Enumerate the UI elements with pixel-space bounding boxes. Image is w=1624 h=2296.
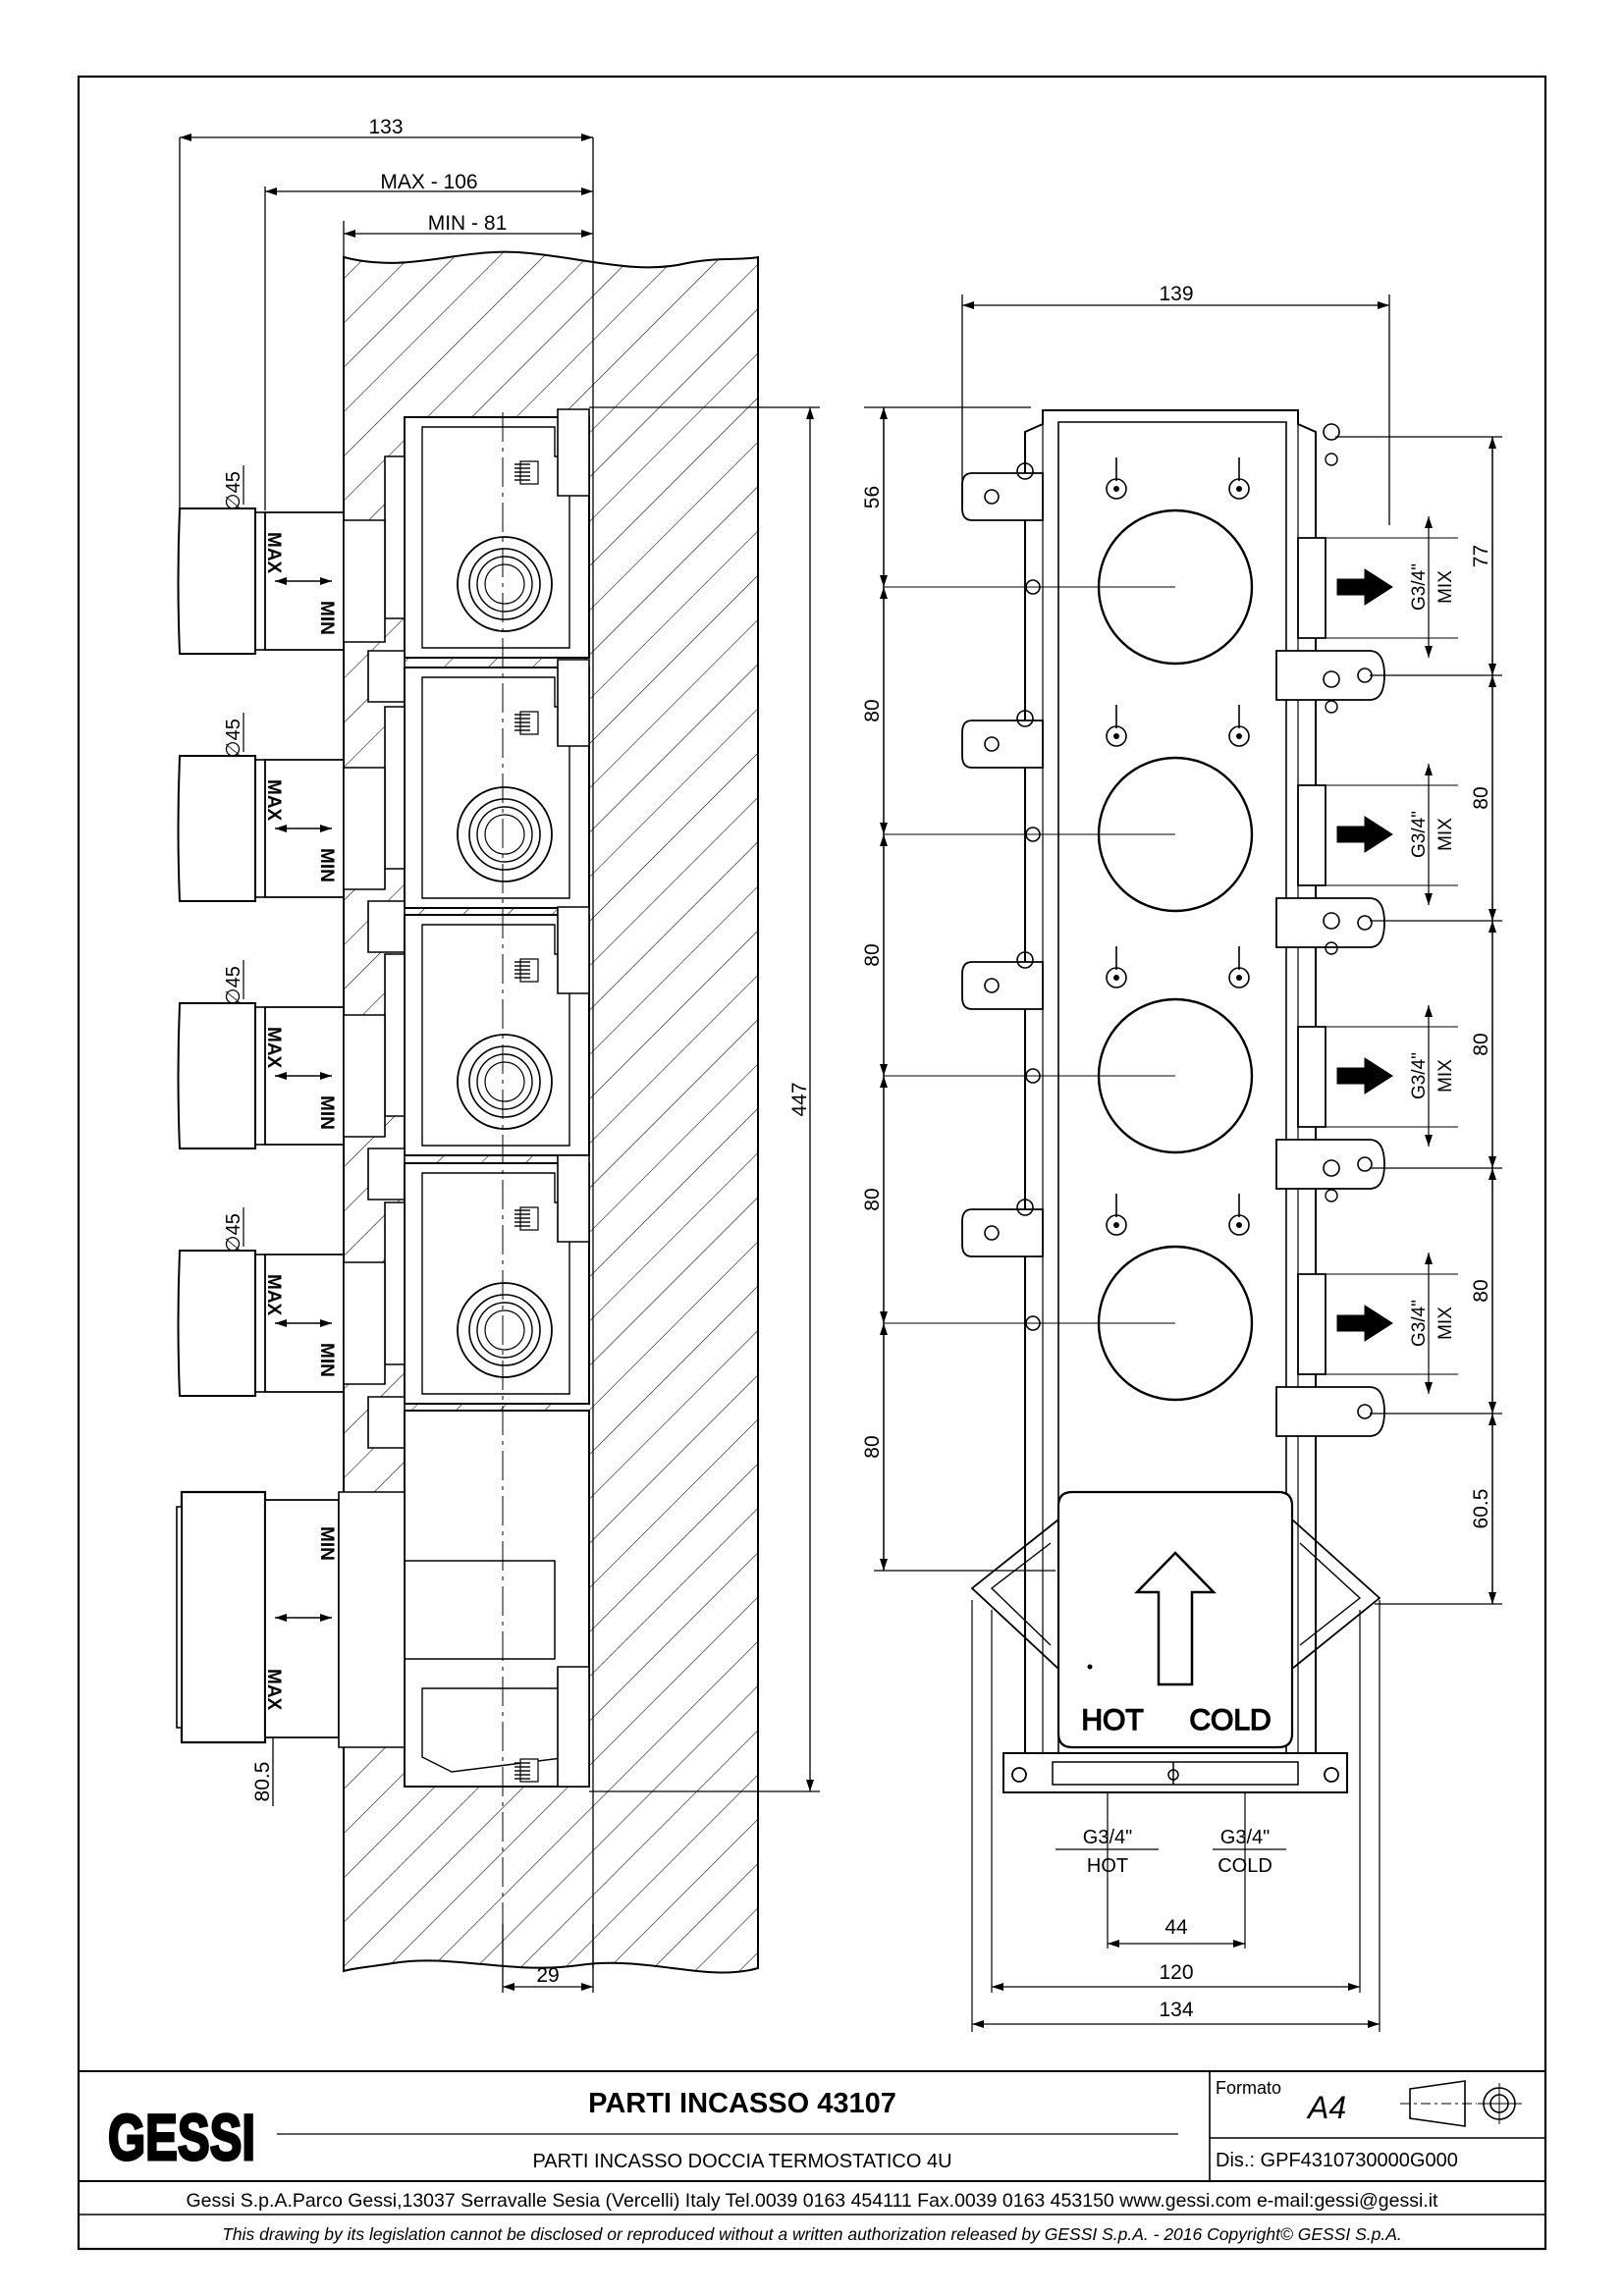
dim-right-spacing: 80 (1470, 786, 1492, 809)
dim-left-spacing: 56 (861, 486, 884, 508)
dim-depth: 29 (536, 1964, 559, 1987)
dim-inlet-spacing: 44 (1164, 1916, 1188, 1939)
mounting-lug (1275, 1386, 1385, 1437)
hot-inlet-label: HOT (1087, 1855, 1128, 1877)
side-valve-module (367, 1154, 590, 1449)
outlet-port (1297, 1026, 1326, 1128)
company-info: Gessi S.p.A.Parco Gessi,13037 Serravalle… (187, 2190, 1439, 2212)
knob-cartridge: MAX MIN ∅45 (177, 960, 386, 1149)
dim-height: 447 (788, 1082, 811, 1116)
knob-diameter-label: ∅45 (223, 471, 244, 510)
knob-max-label: MAX (263, 1027, 284, 1069)
side-valve-module (367, 906, 590, 1201)
dim-right-spacing: 77 (1470, 545, 1492, 567)
outlet-mix-label: MIX (1435, 570, 1456, 604)
cold-inlet-thread: G3/4" (1220, 1827, 1270, 1848)
dim-left-spacing: 80 (861, 1188, 884, 1210)
dim-bracket-outer: 134 (1159, 1999, 1193, 2021)
mixer-knob: MIN MAX (176, 1490, 406, 1748)
cold-inlet-label: COLD (1218, 1855, 1272, 1877)
title-block: GESSI PARTI INCASSO 43107 PARTI INCASSO … (79, 2070, 1545, 2244)
outlet-arrow-icon (1336, 568, 1393, 606)
mounting-lug (1275, 897, 1385, 948)
gessi-logo: GESSI (108, 2101, 255, 2173)
knob-max-label: MAX (263, 1274, 284, 1316)
dim-max-depth: MAX - 106 (380, 171, 477, 193)
knob-max-label: MAX (263, 779, 284, 822)
knob-min-label: MIN (316, 1343, 337, 1377)
format-value: A4 (1306, 2090, 1346, 2125)
front-valve-module: G3/4"MIX (884, 912, 1458, 1190)
flow-up-arrow-icon (1134, 1551, 1217, 1686)
drawing-title: PARTI INCASSO 43107 (588, 2088, 896, 2119)
dim-left-spacing: 80 (861, 1435, 884, 1458)
outlet-thread-label: G3/4" (1409, 563, 1430, 611)
drawing-subtitle: PARTI INCASSO DOCCIA TERMOSTATICO 4U (532, 2151, 951, 2172)
projection-symbol-icon (1400, 2080, 1522, 2127)
dim-right-spacing: 80 (1470, 1033, 1492, 1055)
mixer-max-label: MAX (263, 1669, 284, 1711)
dim-min-depth: MIN - 81 (428, 212, 508, 235)
knob-min-label: MIN (316, 848, 337, 882)
knob-min-label: MIN (316, 601, 337, 635)
side-valve-module (367, 659, 590, 953)
mounting-lug (961, 961, 1044, 1010)
outlet-thread-label: G3/4" (1409, 1300, 1430, 1347)
outlet-port (1297, 1273, 1326, 1375)
outlet-mix-label: MIX (1435, 1059, 1456, 1093)
outlet-thread-label: G3/4" (1409, 811, 1430, 858)
drawing-frame (77, 75, 1547, 2251)
knob-cartridge: MAX MIN ∅45 (177, 465, 386, 655)
format-label: Formato (1216, 2078, 1281, 2098)
dim-bracket-inner: 120 (1159, 1961, 1193, 1984)
drawing-number: Dis.: GPF4310730000G000 (1216, 2150, 1458, 2171)
front-valve-module: G3/4"MIX (884, 1159, 1458, 1437)
knob-diameter-label: ∅45 (223, 719, 244, 758)
outlet-port (1297, 537, 1326, 639)
cold-cover-label: COLD (1189, 1704, 1271, 1736)
dim-left-spacing: 80 (861, 699, 884, 721)
side-view: 133 MAX - 106 MIN - 81 447 80.5 29 MAXMI… (176, 116, 820, 1993)
dim-right-spacing: 60.5 (1470, 1489, 1492, 1529)
outlet-arrow-icon (1336, 1305, 1393, 1342)
knob-max-label: MAX (263, 532, 284, 574)
outlet-port (1297, 784, 1326, 886)
knob-diameter-label: ∅45 (223, 966, 244, 1005)
outlet-thread-label: G3/4" (1409, 1052, 1430, 1099)
knob-cartridge: MAX MIN ∅45 (177, 713, 386, 902)
knob-cartridge: MAX MIN ∅45 (177, 1207, 386, 1397)
mounting-lug (961, 720, 1044, 769)
knob-diameter-label: ∅45 (223, 1213, 244, 1253)
dim-right-spacing: 80 (1470, 1279, 1492, 1302)
dim-bottom-offset: 80.5 (251, 1762, 274, 1802)
dim-left-spacing: 80 (861, 943, 884, 966)
mounting-lug (961, 1208, 1044, 1257)
front-valve-module: G3/4"MIX (884, 670, 1458, 948)
dim-overall-width: 133 (368, 116, 403, 138)
outlet-mix-label: MIX (1435, 818, 1456, 851)
mounting-lug (1275, 650, 1385, 701)
mounting-lug (961, 472, 1044, 521)
outlet-arrow-icon (1336, 1057, 1393, 1095)
mounting-lug (1275, 1139, 1385, 1190)
outlet-mix-label: MIX (1435, 1307, 1456, 1340)
copyright-notice: This drawing by its legislation cannot b… (222, 2224, 1402, 2244)
knob-min-label: MIN (316, 1095, 337, 1130)
mixer-min-label: MIN (316, 1526, 337, 1561)
hot-cover-label: HOT (1081, 1704, 1143, 1736)
outlet-arrow-icon (1336, 816, 1393, 853)
dim-width-top: 139 (1159, 283, 1193, 305)
front-valve-module: G3/4"MIX (884, 423, 1458, 701)
hot-inlet-thread: G3/4" (1083, 1827, 1132, 1848)
